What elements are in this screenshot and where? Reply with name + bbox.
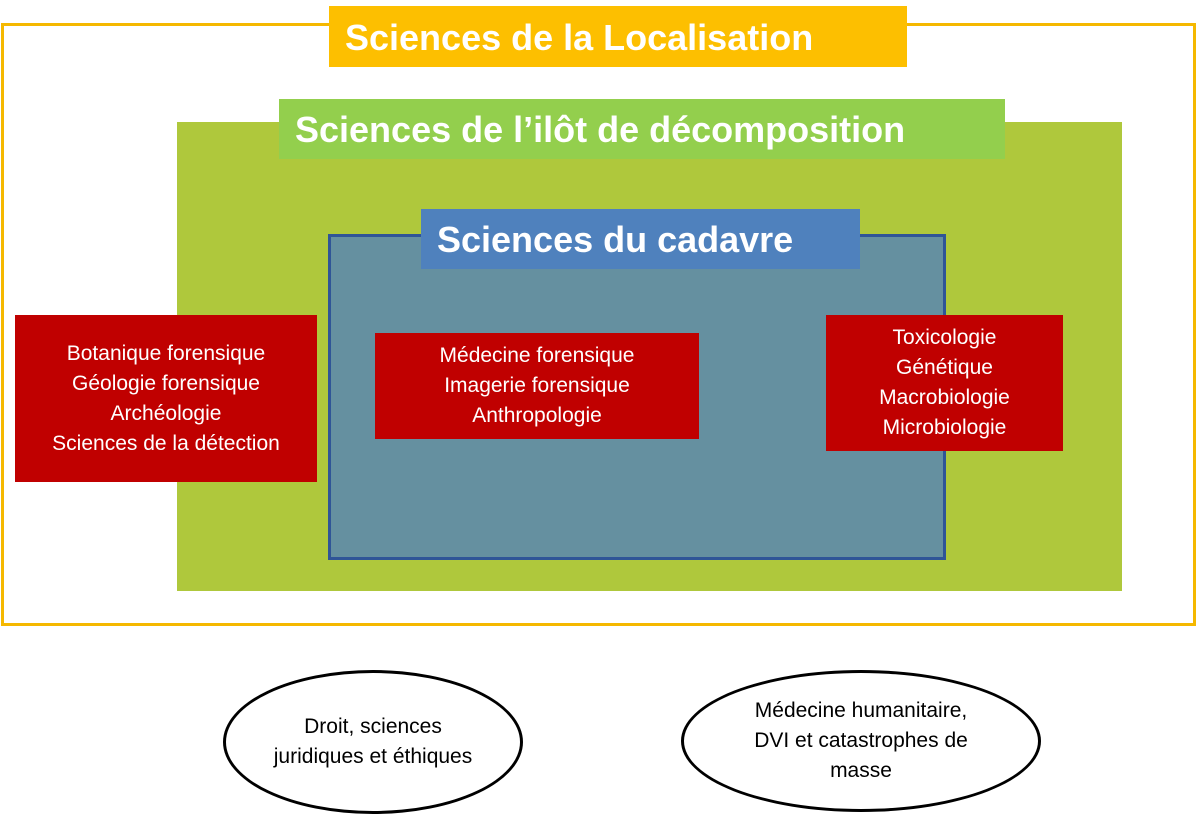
localisation-title: Sciences de la Localisation bbox=[329, 6, 907, 67]
discipline-label: Botanique forensique bbox=[66, 341, 266, 365]
localisation-disciplines-box: Botanique forensique Géologie forensique… bbox=[15, 315, 317, 482]
discipline-label: Médecine forensique bbox=[439, 344, 635, 367]
discipline-label: Sciences de la détection bbox=[52, 431, 280, 455]
discipline-label: Macrobiologie bbox=[879, 386, 1010, 409]
ellipse-label: Droit, sciences bbox=[304, 715, 442, 738]
discipline-label: Archéologie bbox=[110, 401, 222, 425]
droit-ethique-ellipse: Droit, sciences juridiques et éthiques bbox=[223, 670, 523, 814]
cadavre-disciplines-box: Médecine forensique Imagerie forensique … bbox=[375, 333, 699, 439]
medecine-humanitaire-ellipse: Médecine humanitaire, DVI et catastrophe… bbox=[681, 670, 1041, 812]
discipline-label: Microbiologie bbox=[882, 416, 1007, 439]
ellipse-label: DVI et catastrophes de bbox=[754, 729, 968, 752]
ellipse-label: Médecine humanitaire, bbox=[754, 699, 968, 722]
ilot-title: Sciences de l’ilôt de décomposition bbox=[279, 99, 1005, 159]
discipline-label: Génétique bbox=[896, 356, 993, 379]
ellipse-label: masse bbox=[830, 759, 892, 782]
discipline-label: Anthropologie bbox=[472, 404, 602, 427]
cadavre-title: Sciences du cadavre bbox=[421, 209, 860, 269]
ellipse-label: juridiques et éthiques bbox=[273, 745, 473, 768]
discipline-label: Géologie forensique bbox=[72, 371, 260, 395]
discipline-label: Toxicologie bbox=[892, 326, 997, 349]
laboratory-disciplines-box: Toxicologie Génétique Macrobiologie Micr… bbox=[826, 315, 1063, 451]
discipline-label: Imagerie forensique bbox=[444, 374, 630, 397]
